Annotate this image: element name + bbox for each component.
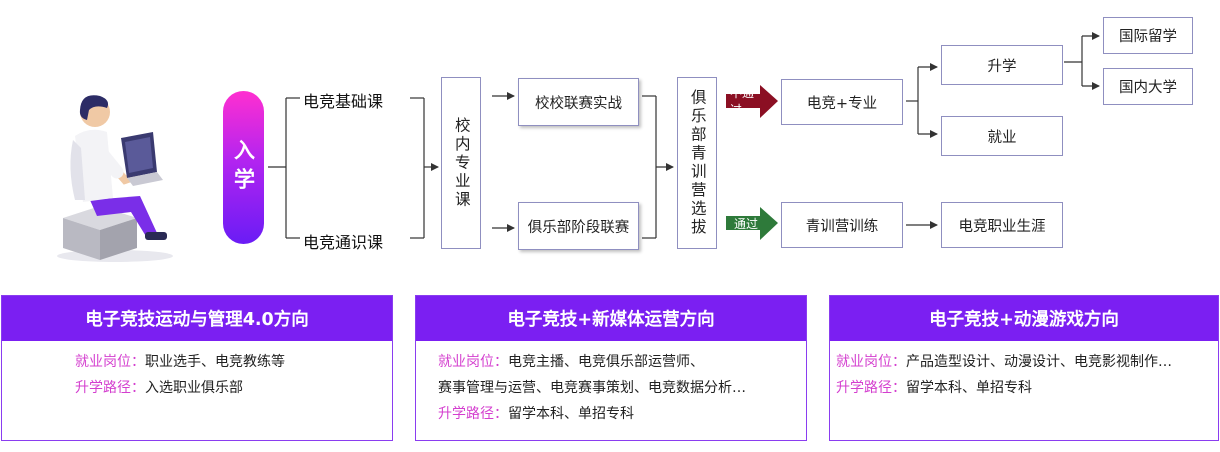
employment-box: 就业 xyxy=(941,116,1063,156)
pass-tag: 通过 xyxy=(734,216,759,231)
card-line: 就业岗位：电竞主播、电竞俱乐部运营师、 xyxy=(438,354,704,370)
club-league-box: 俱乐部阶段联赛 xyxy=(518,202,639,250)
career-box: 电竞职业生涯 xyxy=(941,202,1063,248)
card-title: 电子竞技+新媒体运营方向 xyxy=(416,296,806,341)
major-box: 电竞+专业 xyxy=(781,79,903,125)
fail-tag: 不通过 xyxy=(730,86,755,117)
direction-card-animation-games: 电子竞技+动漫游戏方向 就业岗位：产品造型设计、动漫设计、电竞影视制作… 升学路… xyxy=(829,295,1219,441)
course-general: 电竞通识课 xyxy=(303,233,384,252)
training-box: 青训营训练 xyxy=(781,202,903,248)
school-league-box: 校校联赛实战 xyxy=(518,78,639,126)
card-line: 升学路径：入选职业俱乐部 xyxy=(75,380,243,396)
domestic-university-box: 国内大学 xyxy=(1103,68,1193,105)
card-line: 赛事管理与运营、电竞赛事策划、电竞数据分析… xyxy=(438,380,746,396)
person-at-laptop-illustration xyxy=(57,95,173,262)
card-title: 电子竞技运动与管理4.0方向 xyxy=(2,296,392,341)
entry-pill: 入学 xyxy=(223,91,264,244)
club-selection-label: 俱乐部青训营选拔 xyxy=(688,89,707,237)
card-line: 就业岗位：产品造型设计、动漫设计、电竞影视制作… xyxy=(836,354,1172,370)
course-basic: 电竞基础课 xyxy=(303,92,384,111)
card-line: 升学路径：留学本科、单招专科 xyxy=(438,406,634,422)
pass-arrow xyxy=(726,207,778,240)
school-course-box: 校内专业课 xyxy=(441,77,481,249)
card-title: 电子竞技+动漫游戏方向 xyxy=(830,296,1218,341)
direction-card-esports-management: 电子竞技运动与管理4.0方向 就业岗位：职业选手、电竞教练等 升学路径：入选职业… xyxy=(1,295,393,441)
club-selection-box: 俱乐部青训营选拔 xyxy=(677,77,717,249)
fail-arrow xyxy=(726,85,778,118)
study-abroad-box: 国际留学 xyxy=(1103,17,1193,54)
card-line: 升学路径：留学本科、单招专科 xyxy=(836,380,1032,396)
further-study-box: 升学 xyxy=(941,45,1063,85)
card-line: 就业岗位：职业选手、电竞教练等 xyxy=(75,354,285,370)
school-course-label: 校内专业课 xyxy=(452,116,471,210)
direction-card-new-media: 电子竞技+新媒体运营方向 就业岗位：电竞主播、电竞俱乐部运营师、 赛事管理与运营… xyxy=(415,295,807,441)
